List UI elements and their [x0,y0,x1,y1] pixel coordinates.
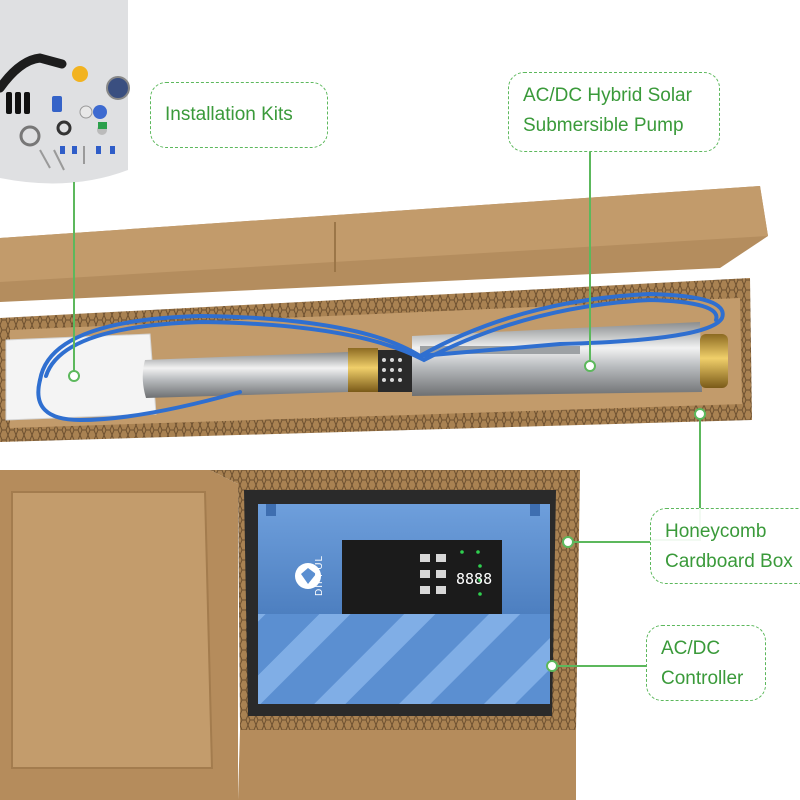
callout-pump-line1: AC/DC Hybrid Solar [523,85,692,106]
callout-dot-box [562,536,574,548]
callout-box-line1: Honeycomb [665,521,767,542]
callout-dot-box-tray [694,408,706,420]
callout-installation-kits: Installation Kits [150,82,328,148]
blue-cable [36,291,725,423]
ac-dc-controller-unit [258,504,550,704]
callout-controller: AC/DC Controller [646,625,766,701]
controller-brand: DIFFUL [314,555,325,596]
pump-tray [0,278,752,442]
callout-cardboard-box: Honeycomb Cardboard Box [650,508,800,584]
installation-kit-photo [0,0,130,184]
callout-dot-controller [546,660,558,672]
callout-box-line2: Cardboard Box [665,551,793,572]
callout-controller-line2: Controller [661,668,744,689]
box-lid [0,186,768,302]
callout-pump: AC/DC Hybrid Solar Submersible Pump [508,72,720,152]
callout-pump-line2: Submersible Pump [523,115,684,136]
callout-controller-line1: AC/DC [661,638,721,659]
callout-installation-kits-label: Installation Kits [165,104,293,125]
callout-dot-pump [584,360,596,372]
callout-dot-kits [68,370,80,382]
controller-display: 8888 [456,570,492,588]
